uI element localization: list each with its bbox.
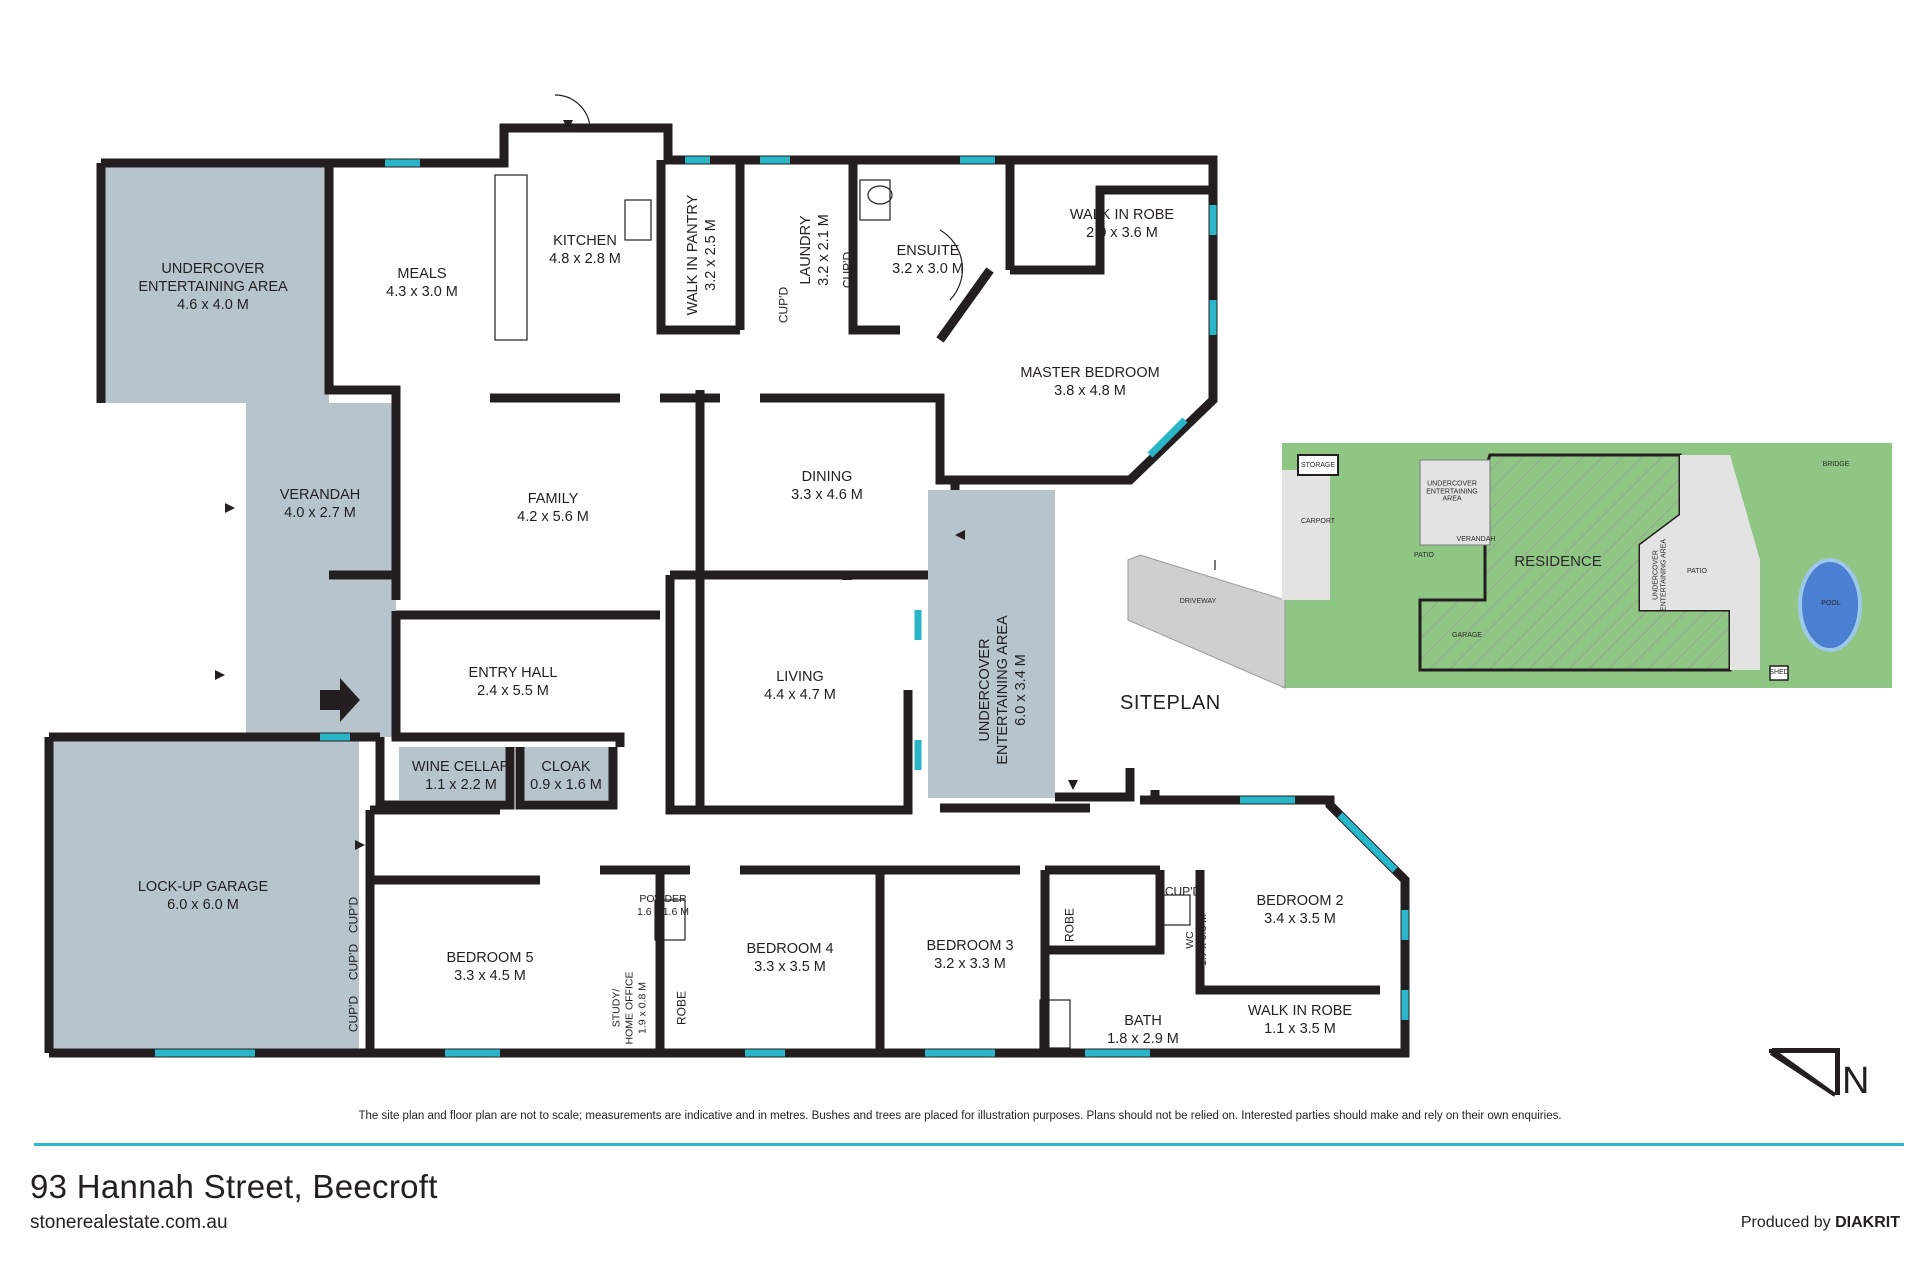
carport-area <box>1282 470 1330 600</box>
main-entry-arrow-icon <box>320 678 360 722</box>
fixtures <box>494 94 1216 1049</box>
siteplan-label-residence: RESIDENCE <box>1514 552 1602 570</box>
outdoor-areas <box>49 163 1055 1053</box>
room-label-bedroom-2: BEDROOM 2 3.4 x 3.5 M <box>1256 892 1344 927</box>
room-label-powder: POWDER 1.6 x 1.6 M <box>637 892 689 918</box>
siteplan-title: SITEPLAN <box>1120 692 1221 714</box>
room-label-walk-in-pantry: WALK IN PANTRY 3.2 x 2.5 M <box>684 194 719 316</box>
cupboard-label: CUP'D <box>1164 884 1202 899</box>
footer-divider <box>34 1143 1904 1146</box>
producer-prefix: Produced by <box>1740 1214 1831 1231</box>
room-label-master-bedroom: MASTER BEDROOM 3.8 x 4.8 M <box>1020 364 1160 399</box>
siteplan-label-patio-east: PATIO <box>1687 568 1707 576</box>
room-label-family: FAMILY 4.2 x 5.6 M <box>517 490 589 525</box>
robe-label: ROBE <box>674 990 689 1026</box>
verandah-floor <box>246 403 396 737</box>
patio-east <box>1640 455 1760 670</box>
siteplan-label-undercover-east: UNDERCOVER ENTERTAINING AREA <box>1652 538 1667 612</box>
undercover-entertaining-area-east-floor <box>928 490 1055 798</box>
cupboard-label: CUP'D <box>840 251 855 289</box>
room-label-wine-cellar: WINE CELLAR 1.1 x 2.2 M <box>411 758 511 793</box>
agency-website: stonerealestate.com.au <box>30 1212 228 1233</box>
siteplan-label-patio-west: PATIO <box>1414 552 1434 560</box>
room-label-bedroom-4: BEDROOM 4 3.3 x 3.5 M <box>746 940 834 975</box>
room-label-undercover-east: UNDERCOVER ENTERTAINING AREA 6.0 x 3.4 M <box>976 615 1030 765</box>
room-label-study: STUDY/ HOME OFFICE 1.9 x 0.8 M <box>610 971 649 1045</box>
property-address: 93 Hannah Street, Beecroft <box>30 1168 438 1205</box>
lockup-garage-floor <box>49 737 359 1053</box>
producer-credit: Produced by DIAKRIT <box>1741 1214 1900 1232</box>
windows <box>155 156 1409 1057</box>
producer-brand: DIAKRIT <box>1835 1214 1900 1231</box>
undercover-entertaining-area-west-floor <box>101 163 329 403</box>
siteplan-label-bridge: BRIDGE <box>1822 461 1850 469</box>
compass-arrow-icon <box>1769 1049 1839 1097</box>
room-label-ensuite: ENSUITE 3.2 x 3.0 M <box>892 242 964 277</box>
siteplan-label-garage: GARAGE <box>1452 632 1482 640</box>
room-label-meals: MEALS 4.3 x 3.0 M <box>386 265 458 300</box>
cloak-floor <box>521 747 613 800</box>
siteplan-label-shed: SHED <box>1769 669 1789 677</box>
entry-arrows <box>215 120 1078 850</box>
disclaimer-text: The site plan and floor plan are not to … <box>358 1110 1562 1122</box>
siteplan-label-carport: CARPORT <box>1300 518 1336 526</box>
cupboard-label: CUP'D <box>346 896 361 934</box>
storage-box <box>1297 454 1339 476</box>
cupboard-label: CUP'D <box>776 286 791 324</box>
site-plan <box>1127 443 1892 689</box>
pool-shape <box>1798 558 1862 652</box>
room-label-entry-hall: ENTRY HALL 2.4 x 5.5 M <box>468 664 558 699</box>
undercover-area-site <box>1419 459 1491 546</box>
siteplan-label-pool: POOL <box>1821 600 1841 608</box>
siteplan-label-undercover-west: UNDERCOVER ENTERTAINING AREA <box>1426 480 1478 503</box>
cupboard-label: CUP'D <box>346 995 361 1033</box>
room-label-kitchen: KITCHEN 4.8 x 2.8 M <box>549 232 621 267</box>
room-label-walk-in-robe-master: WALK IN ROBE 2.0 x 3.6 M <box>1069 206 1175 241</box>
room-label-verandah: VERANDAH 4.0 x 2.7 M <box>279 486 361 521</box>
room-label-cloak: CLOAK 0.9 x 1.6 M <box>530 758 602 793</box>
compass-north-label: N <box>1842 1060 1870 1102</box>
room-label-laundry: LAUNDRY 3.2 x 2.1 M <box>797 214 832 286</box>
robe-label: ROBE <box>1062 907 1077 943</box>
room-label-undercover-west: UNDERCOVER ENTERTAINING AREA 4.6 x 4.0 M <box>138 260 288 314</box>
wine-cellar-floor <box>399 747 509 800</box>
room-label-bath: BATH 1.8 x 2.9 M <box>1107 1012 1179 1047</box>
shed-box <box>1769 665 1789 681</box>
siteplan-label-verandah: VERANDAH <box>1456 536 1496 544</box>
room-label-walk-in-robe-bed2: WALK IN ROBE 1.1 x 3.5 M <box>1247 1002 1353 1037</box>
room-label-lockup-garage: LOCK-UP GARAGE 6.0 x 6.0 M <box>137 878 269 913</box>
room-label-bedroom-3: BEDROOM 3 3.2 x 3.3 M <box>926 937 1014 972</box>
room-label-living: LIVING 4.4 x 4.7 M <box>764 668 836 703</box>
room-label-bedroom-5: BEDROOM 5 3.3 x 4.5 M <box>446 949 534 984</box>
room-label-wc: WC 1.7 x 0.8 M <box>1183 914 1209 966</box>
room-label-dining: DINING 3.3 x 4.6 M <box>791 468 863 503</box>
siteplan-label-driveway: DRIVEWAY <box>1179 598 1217 606</box>
driveway-area <box>1127 554 1286 689</box>
siteplan-label-storage: STORAGE <box>1300 462 1336 470</box>
cupboard-label: CUP'D <box>346 943 361 981</box>
